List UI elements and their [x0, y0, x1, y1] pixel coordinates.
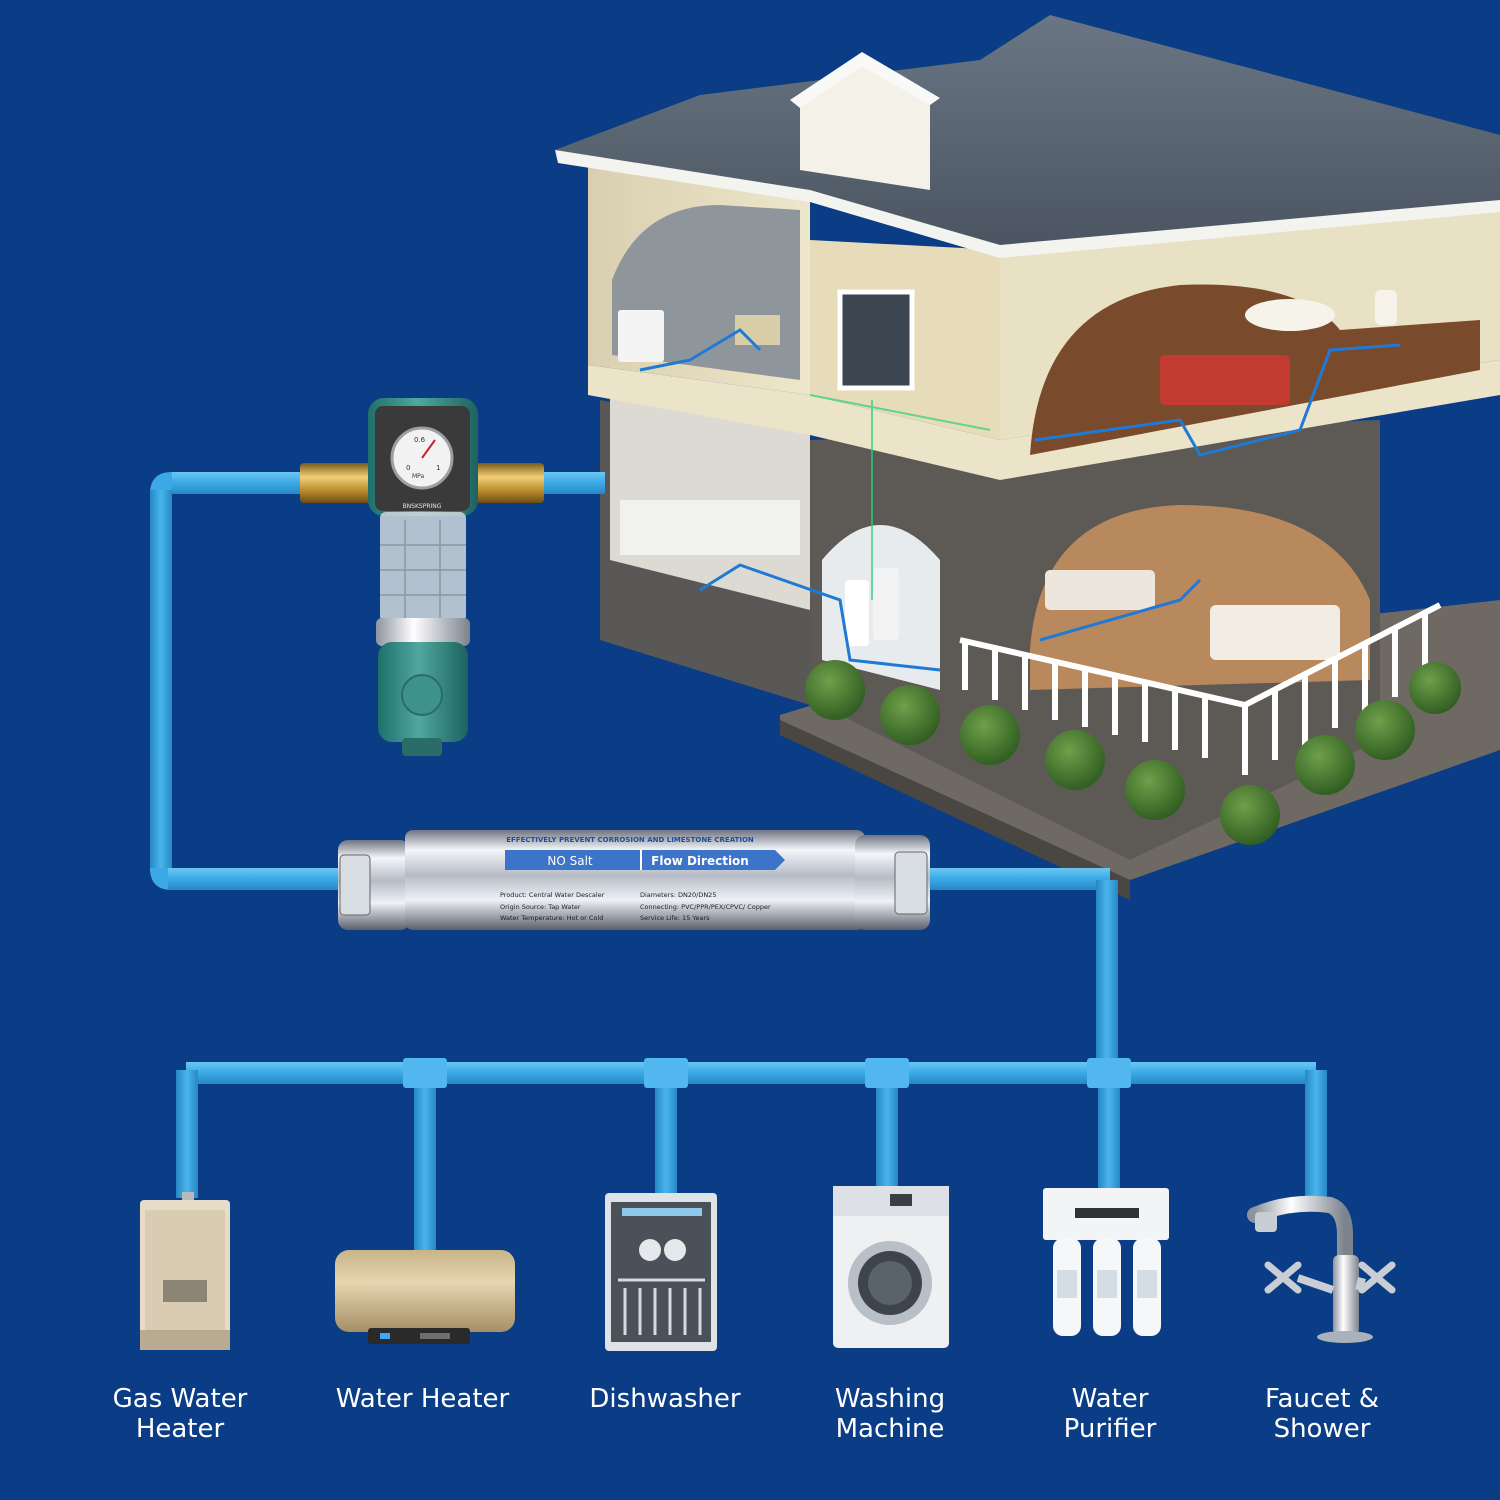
house-plumbing-lines [639, 328, 1401, 672]
pipe-elbow-top-left [150, 472, 172, 494]
pipe-inlet-top [170, 472, 310, 494]
toilet [1375, 290, 1397, 325]
pipe-elbow-bottom-left [150, 868, 172, 890]
gauge-number-0: 0 [406, 464, 410, 472]
softener-tank-1 [845, 580, 869, 646]
bed [1160, 355, 1290, 405]
main-pipe-network [150, 472, 1327, 1255]
descaler-spec-right-2: Connecting: PVC/PPR/PEX/CPVC/ Copper [640, 903, 771, 911]
sofa [1210, 605, 1340, 660]
pipe-drop-dishwasher [655, 1075, 677, 1195]
descaler-flow-direction: Flow Direction [651, 854, 749, 868]
label-faucet-shower-line2: Shower [1273, 1414, 1371, 1444]
prefilter-unit: 0 0.6 1 MPa BNSKSPRING [300, 398, 544, 756]
descaler-banner: EFFECTIVELY PREVENT CORROSION AND LIMEST… [506, 836, 754, 844]
gas-water-heater-icon [140, 1192, 230, 1350]
prefilter-collar [376, 618, 470, 646]
sink-cabinet [735, 315, 780, 345]
pipe-drop-water-heater [414, 1075, 436, 1255]
bathtub [1245, 299, 1335, 331]
label-water-heater-line1: Water Heater [335, 1384, 510, 1414]
label-washing-machine: Washing Machine [800, 1384, 980, 1444]
gauge-number-1: 1 [436, 464, 440, 472]
washer-small [618, 310, 664, 362]
pipe-drop-faucet [1305, 1070, 1327, 1200]
pipe-drop-purifier [1098, 1075, 1120, 1190]
pipe-drop-washing [876, 1075, 898, 1190]
sofa-2 [1045, 570, 1155, 610]
prefilter-bowl [380, 512, 466, 622]
softener-tank-2 [873, 568, 899, 640]
label-dishwasher: Dishwasher [570, 1384, 760, 1414]
label-faucet-shower: Faucet & Shower [1232, 1384, 1412, 1444]
balcony-railing [959, 602, 1442, 775]
ground-slab-edge [780, 720, 1130, 900]
descaler-spec-right-1: Diameters: DN20/DN25 [640, 891, 716, 899]
label-faucet-shower-line1: Faucet & [1264, 1384, 1379, 1414]
prefilter-drain [402, 738, 442, 756]
gauge-unit: MPa [412, 473, 425, 480]
prefilter-brand: BNSKSPRING [403, 503, 442, 510]
house-illustration [555, 15, 1500, 900]
faucet-icon [1247, 1195, 1396, 1343]
floor-slab [588, 360, 1500, 480]
descaler-spec-left-1: Product: Central Water Descaler [500, 891, 605, 899]
water-purifier-icon [1043, 1188, 1169, 1336]
dormer-roof [790, 52, 940, 108]
label-washing-machine-line1: Washing [834, 1384, 946, 1414]
descaler-flow-arrow [505, 850, 785, 870]
flush-valve-knob [401, 674, 443, 716]
label-gas-water-heater: Gas Water Heater [90, 1384, 270, 1444]
descaler-unit: EFFECTIVELY PREVENT CORROSION AND LIMEST… [338, 830, 930, 930]
descaler-nut-left [339, 854, 371, 916]
pipe-to-descaler [168, 868, 348, 890]
descaler-arrow-divider [640, 850, 642, 870]
gauge-needle [421, 439, 436, 459]
pipe-descaler-out [925, 868, 1110, 890]
label-dishwasher-line1: Dishwasher [589, 1384, 741, 1414]
bushes [805, 660, 1461, 845]
gauge-number-06: 0.6 [414, 436, 426, 444]
window-center [837, 289, 915, 391]
prefilter-mesh [380, 520, 466, 620]
pipe-descaler-down [1096, 880, 1118, 1070]
house-green-lines [809, 394, 991, 600]
pipe-to-house [530, 472, 605, 494]
label-water-purifier-line1: Water [1071, 1384, 1149, 1414]
label-water-heater: Water Heater [320, 1384, 525, 1414]
pipe-tee-fittings [403, 1058, 1131, 1088]
pipe-left-vertical [150, 490, 172, 872]
descaler-nut-right [894, 851, 928, 915]
kitchen-counter [620, 500, 800, 555]
dormer-wall [800, 58, 930, 190]
descaler-no-salt: NO Salt [547, 854, 593, 868]
label-water-purifier: Water Purifier [1020, 1384, 1200, 1444]
brass-fitting-left [300, 463, 380, 503]
pipe-distribution-header [186, 1062, 1316, 1084]
label-gas-water-heater-line2: Heater [135, 1414, 225, 1444]
descaler-body [405, 830, 865, 930]
pipe-drop-gas-heater [176, 1070, 198, 1198]
descaler-spec-left-3: Water Temperature: Hot or Cold [500, 914, 603, 922]
label-washing-machine-line2: Machine [835, 1414, 945, 1444]
label-water-purifier-line2: Purifier [1063, 1414, 1157, 1444]
washing-machine-icon [833, 1186, 949, 1348]
descaler-spec-left-2: Origin Source: Tap Water [500, 903, 581, 911]
descaler-spec-right-3: Service Life: 15 Years [640, 914, 710, 922]
roof-eave [555, 150, 1500, 258]
dishwasher-icon [605, 1193, 717, 1351]
water-heater-icon [335, 1250, 515, 1344]
label-gas-water-heater-line1: Gas Water [112, 1384, 248, 1414]
brass-fitting-right [476, 463, 544, 503]
